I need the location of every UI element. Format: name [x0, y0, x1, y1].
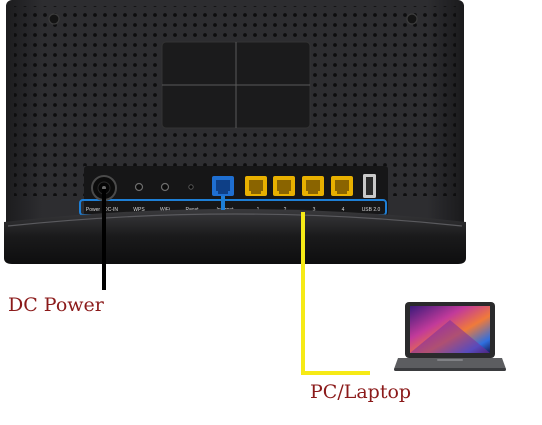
lan-cable: [301, 212, 370, 375]
router: Power DC-IN WPS WiFi Reset Internet 1 2 …: [4, 0, 466, 264]
wifi-button[interactable]: [160, 182, 170, 192]
laptop-icon: [394, 302, 506, 371]
dc-in-jack[interactable]: [91, 175, 117, 201]
vent-grille-lower: [14, 166, 84, 196]
lan-port-2[interactable]: [273, 176, 295, 196]
screw-icon: [48, 13, 60, 25]
lan-port-1[interactable]: [245, 176, 267, 196]
mounting-plate: [161, 41, 311, 129]
usb-port[interactable]: [363, 174, 376, 198]
screw-icon: [406, 13, 418, 25]
dc-power-label: DC Power: [8, 294, 105, 316]
port-label-wps: WPS: [133, 207, 145, 213]
reset-button[interactable]: [188, 184, 194, 190]
lan-port-3[interactable]: [302, 176, 324, 196]
port-label-usb: USB 2.0: [362, 207, 381, 213]
port-label-wifi: WiFi: [160, 207, 170, 213]
router-base-highlight: [7, 213, 463, 227]
wps-button[interactable]: [134, 182, 144, 192]
internet-indicator: [221, 196, 225, 210]
lan-port-4[interactable]: [331, 176, 353, 196]
internet-port[interactable]: [212, 176, 234, 196]
port-label-dc-in: DC-IN: [104, 207, 118, 213]
port-label-power: Power: [86, 207, 101, 213]
router-base: [4, 209, 466, 264]
pc-laptop-label: PC/Laptop: [310, 381, 411, 403]
port-label-lan3: 3: [313, 207, 316, 213]
port-label-lan4: 4: [342, 207, 345, 213]
vent-grille-lower: [388, 166, 456, 196]
